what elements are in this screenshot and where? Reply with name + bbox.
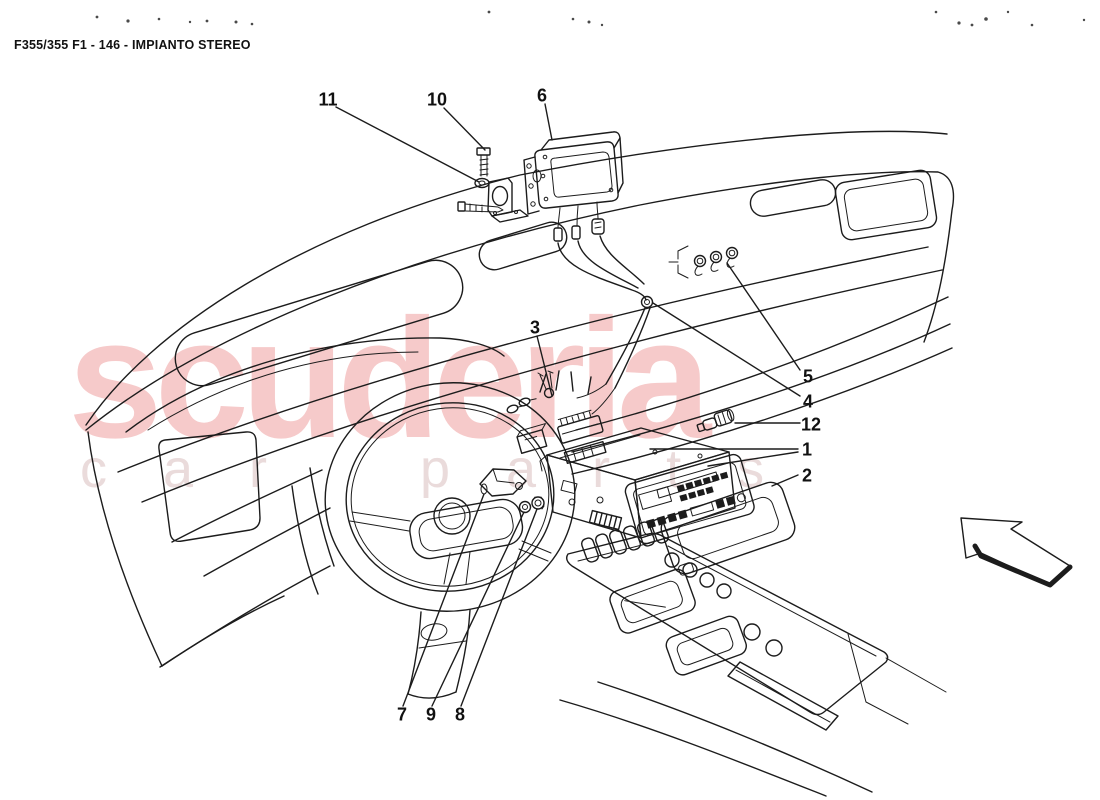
motion-dashes [539,370,592,395]
column-lever-7 [479,468,527,497]
watermark-subtext: car parts [80,439,821,499]
checker-cell [918,348,977,399]
checker-cell [859,369,918,420]
checker-cell [949,399,1008,450]
wiring-harness [553,201,654,415]
steering-wheel [324,382,576,612]
antenna-adapter-12 [696,408,735,433]
checker-cell [862,492,921,543]
steering-column [407,609,471,699]
cable-clips-5 [668,245,739,279]
watermark-brand: scuderia [68,284,711,474]
page-title: F355/355 F1 - 146 - IMPIANTO STEREO [14,38,251,52]
checker-cell [921,471,980,522]
direction-arrow-icon [960,517,1073,588]
checker-cell [831,441,890,492]
radio-chassis [539,427,736,539]
radio-bezel [660,481,796,576]
checker-cell [890,420,949,471]
scan-speckles [95,10,1086,27]
dashboard-body [85,130,955,797]
amp-mounting-bracket [487,177,529,223]
side-bolt [457,201,504,213]
nut-8 [531,496,545,510]
bolt-10 [476,147,491,177]
cable-grommet-4 [640,295,654,309]
washer-11 [474,177,490,189]
checker-cell [828,318,887,369]
washer-9 [518,500,532,514]
radio-faceplate [624,453,755,545]
amplifier-unit [523,131,624,215]
leader-lines [335,103,801,707]
checkered-flag-watermark [772,318,1008,543]
